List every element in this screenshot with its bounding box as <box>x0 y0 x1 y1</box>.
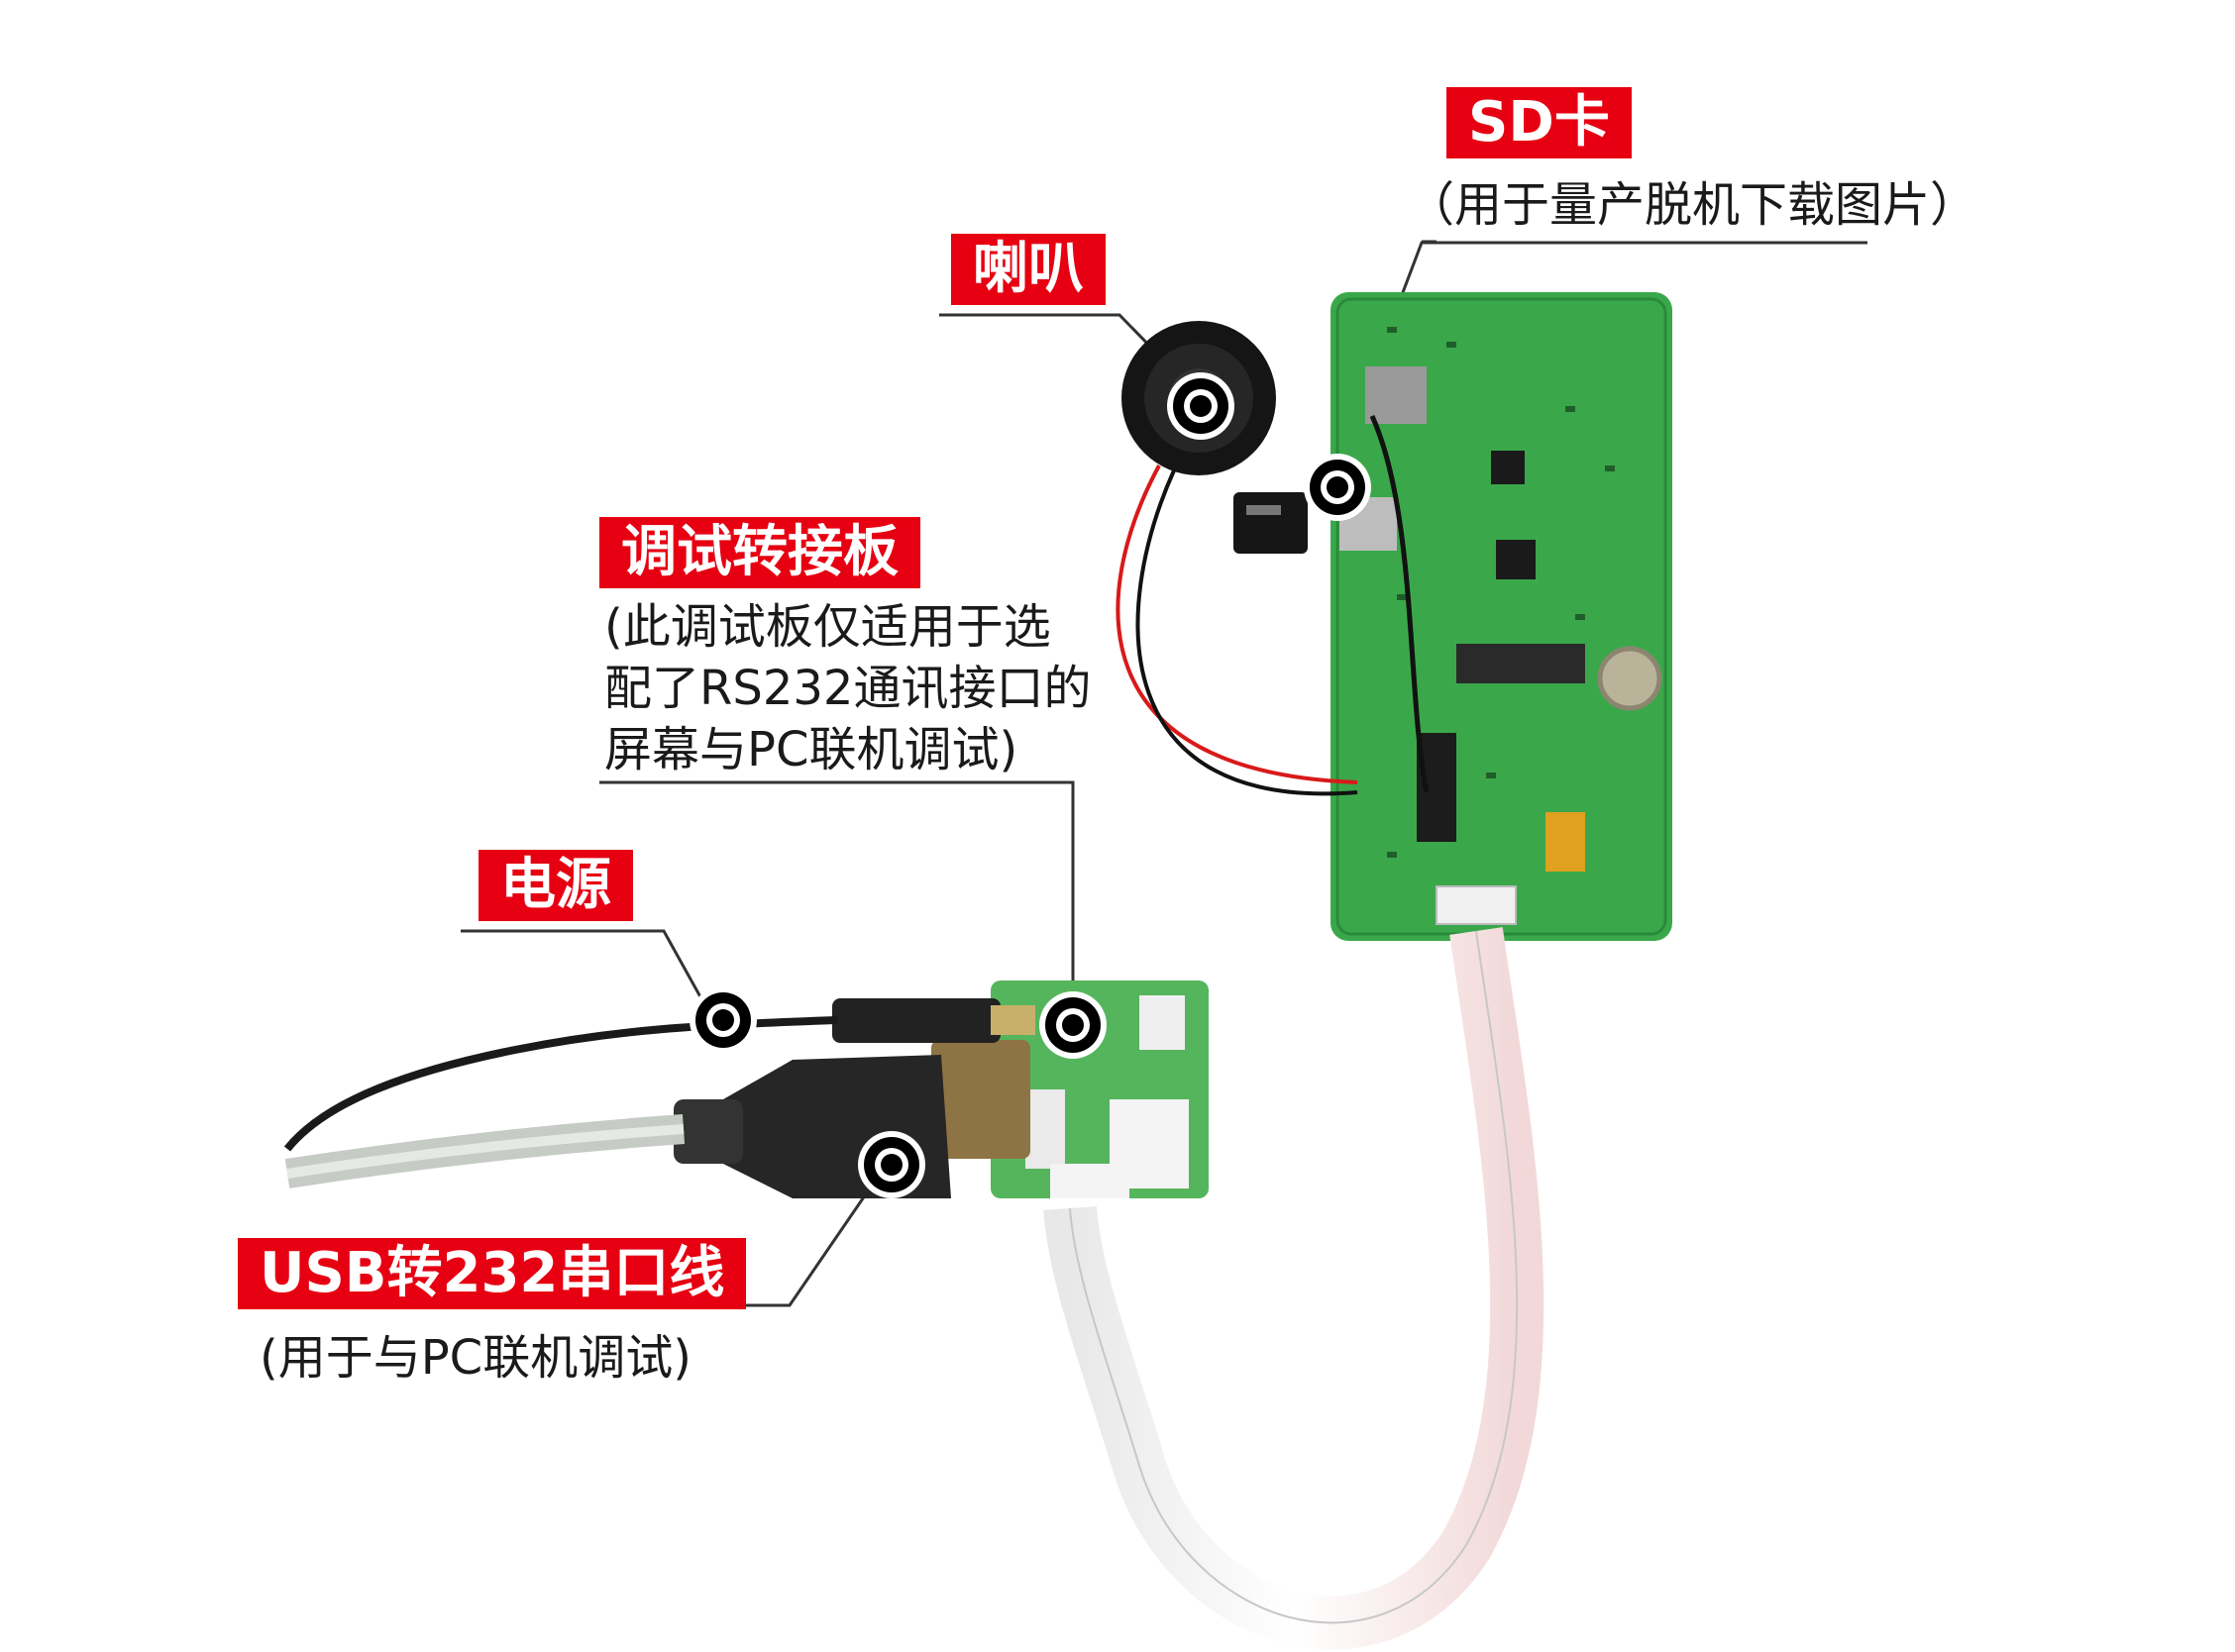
sd-card-desc: （用于量产脱机下载图片） <box>1407 177 1978 233</box>
sd-card-tag: SD卡 <box>1446 87 1632 158</box>
usb-cable-tag: USB转232串口线 <box>238 1238 747 1309</box>
sd-card <box>1233 492 1308 554</box>
usb-cable-desc: (用于与PC联机调试) <box>260 1330 692 1386</box>
usb-cable-marker-icon <box>858 1131 925 1198</box>
db9-connector <box>674 1040 1030 1198</box>
debug-board-marker-icon <box>1039 991 1107 1059</box>
power-marker-icon <box>690 986 757 1054</box>
power-tag: 电源 <box>479 850 633 921</box>
power-plug <box>832 998 1035 1043</box>
speaker-tag: 喇叭 <box>951 234 1106 305</box>
main-pcb <box>1330 292 1672 941</box>
debug-board-desc-line2: 配了RS232通讯接口的 <box>604 661 1092 716</box>
debug-board-tag: 调试转接板 <box>599 517 920 588</box>
speaker-marker-icon <box>1167 372 1234 440</box>
debug-board-desc-line1: (此调试板仅适用于选 <box>604 599 1051 655</box>
sd-card-marker-icon <box>1304 454 1371 521</box>
debug-board-desc-line3: 屏幕与PC联机调试) <box>604 722 1018 777</box>
